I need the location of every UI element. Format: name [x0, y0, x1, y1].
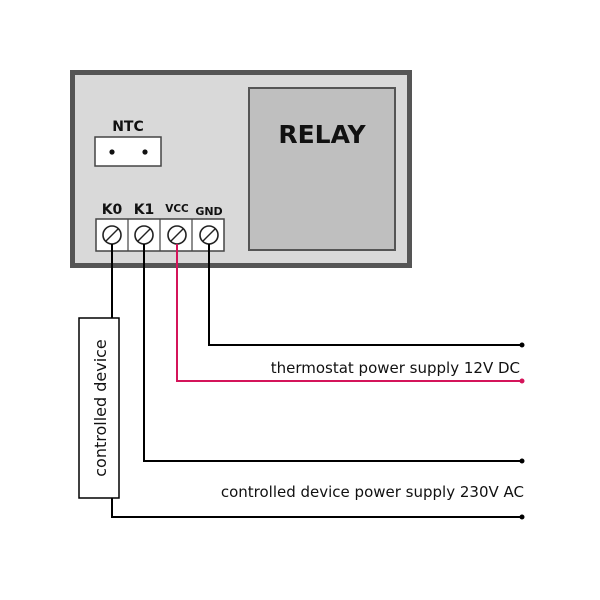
- controlled-device: controlled device: [78, 317, 120, 499]
- terminal-screw-vcc: [167, 225, 187, 245]
- wire-end-vcc: [519, 378, 525, 384]
- wire-k1: [143, 244, 522, 462]
- ntc-label: NTC: [112, 119, 144, 135]
- wire-vcc: [176, 244, 522, 382]
- wire-gnd: [208, 244, 522, 346]
- terminal-screw-gnd: [199, 225, 219, 245]
- wire-end-k0: [519, 514, 525, 520]
- terminal-label-k0: K0: [102, 202, 123, 218]
- ntc-connector: [94, 136, 162, 167]
- wire-end-gnd: [519, 342, 525, 348]
- terminal-label-gnd: GND: [195, 205, 222, 218]
- wire-end-k1: [519, 458, 525, 464]
- ntc-pin-1: [109, 149, 115, 155]
- terminal-label-vcc: VCC: [165, 203, 189, 215]
- relay-label: RELAY: [278, 120, 366, 149]
- thermostat-supply-label: thermostat power supply 12V DC: [271, 359, 520, 377]
- terminal-screw-k0: [102, 225, 122, 245]
- relay-module: [248, 87, 396, 251]
- controlled-device-box: [78, 317, 120, 499]
- terminal-screw-k1: [134, 225, 154, 245]
- controlled-device-label: controlled device: [91, 339, 110, 477]
- wire-k0-bottom: [111, 498, 522, 518]
- controller-board: RELAY NTC K0 K1 VCC GND: [70, 70, 412, 268]
- device-supply-label: controlled device power supply 230V AC: [221, 483, 524, 501]
- ntc-pin-2: [142, 149, 148, 155]
- terminal-label-k1: K1: [134, 202, 155, 218]
